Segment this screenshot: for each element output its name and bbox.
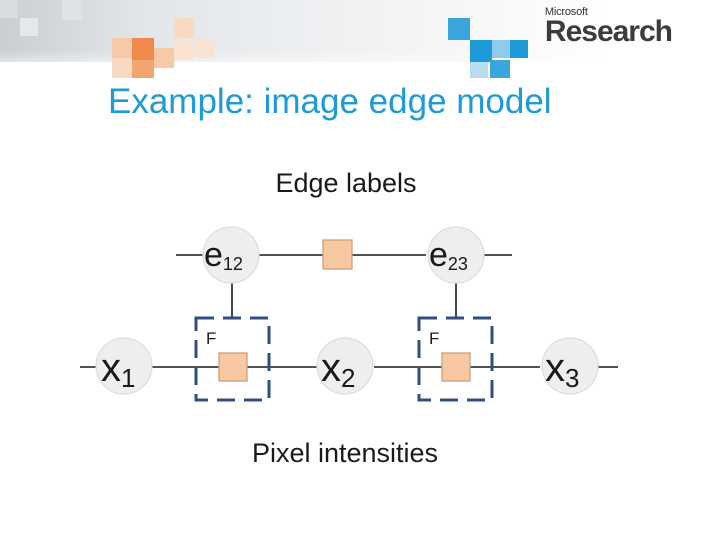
dashed-factor-boxes [194, 316, 494, 402]
decor-square [112, 58, 132, 78]
decor-square [492, 40, 510, 58]
pixel-node-x2: x2 [316, 337, 374, 395]
decor-square [174, 40, 194, 60]
node-x2-sub: 2 [341, 363, 355, 393]
factor-label-right: F [429, 329, 439, 348]
factor-label-left: F [206, 329, 216, 348]
decor-square [20, 18, 38, 36]
node-x3-base: x [545, 346, 565, 390]
factor-square-right [441, 352, 471, 382]
decor-square [154, 48, 174, 68]
dashed-box-left [194, 316, 271, 402]
pixel-node-x1: x1 [95, 337, 153, 395]
decor-square [132, 38, 154, 60]
logo-company: Microsoft [544, 6, 588, 18]
decor-square [490, 60, 510, 78]
decor-square [112, 38, 132, 58]
slide-title: Example: image edge model [108, 82, 552, 121]
node-x1-sub: 1 [121, 363, 135, 393]
decor-square [510, 40, 528, 58]
decor-square [62, 0, 82, 20]
factor-square-edge-pair [322, 239, 353, 270]
svg-text:e12: e12 [204, 236, 243, 274]
dashed-box-right [417, 316, 494, 402]
node-x3-sub: 3 [565, 363, 579, 393]
svg-text:x3: x3 [545, 346, 579, 393]
factor-squares [218, 239, 471, 382]
decor-square [470, 62, 488, 78]
logo-product: Research [544, 15, 673, 48]
node-x1-base: x [101, 346, 121, 390]
decor-square [174, 18, 194, 38]
decor-square [132, 60, 154, 78]
decor-square [0, 0, 18, 18]
factor-square-left [218, 352, 248, 382]
svg-text:e23: e23 [429, 236, 468, 274]
edge-labels-caption: Edge labels [275, 168, 416, 198]
node-e23-sub: 23 [448, 254, 468, 274]
decor-square [448, 18, 470, 40]
microsoft-research-logo: Microsoft Research [544, 6, 673, 48]
pixel-node-x3: x3 [541, 337, 599, 395]
decor-square [470, 40, 492, 62]
pixel-intensities-caption: Pixel intensities [252, 438, 438, 468]
node-e12-sub: 12 [223, 254, 243, 274]
svg-text:x1: x1 [101, 346, 135, 393]
edge-node-e23: e23 [427, 226, 485, 284]
header-banner: Microsoft Research [0, 0, 720, 78]
decor-square [196, 40, 214, 58]
node-x2-base: x [321, 346, 341, 390]
edge-node-e12: e12 [202, 226, 260, 284]
node-e12-base: e [204, 236, 223, 274]
svg-text:x2: x2 [321, 346, 355, 393]
node-e23-base: e [429, 236, 448, 274]
